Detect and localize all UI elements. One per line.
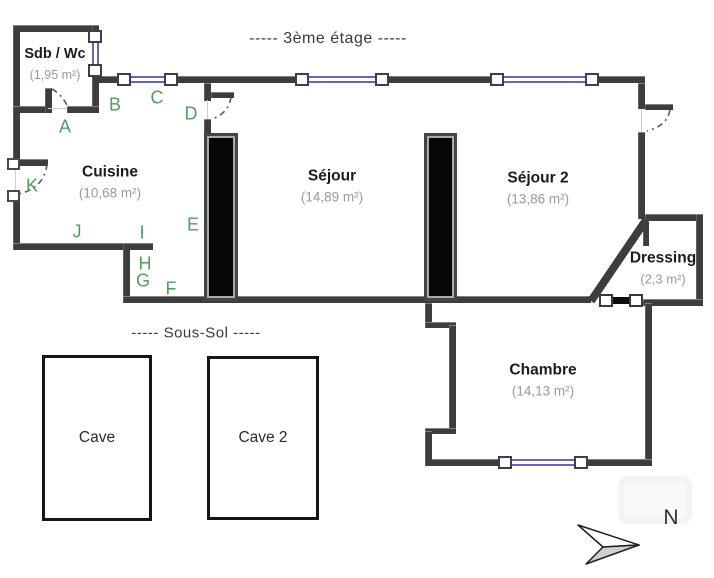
door-threshold	[15, 166, 16, 196]
cave-room-box: Cave	[42, 355, 152, 521]
door-frame-square	[7, 190, 20, 202]
wall-segment	[45, 88, 52, 113]
marker-c: C	[150, 87, 164, 108]
room-area: (13,86 m²)	[506, 191, 570, 207]
wall-segment	[425, 428, 456, 434]
room-name: Sdb / Wc	[24, 45, 86, 62]
room-label-sejour: Séjour (14,89 m²)	[301, 164, 363, 208]
wall-segment	[643, 221, 649, 246]
duct-frame	[427, 136, 454, 298]
door-frame-square	[599, 294, 613, 307]
duct-block	[424, 133, 457, 301]
marker-a: A	[58, 116, 72, 137]
duct-frame	[207, 136, 235, 298]
window-glass-line	[300, 76, 380, 83]
room-name: Cave 2	[238, 429, 288, 446]
room-name: Cuisine	[82, 163, 138, 181]
room-area: (2,3 m²)	[640, 271, 686, 287]
north-label: N	[663, 506, 679, 529]
wall-segment	[643, 299, 703, 306]
wall-segment	[13, 25, 20, 166]
room-name: Séjour 2	[507, 169, 569, 187]
wall-segment	[425, 303, 432, 325]
window-glass-line	[495, 76, 590, 83]
room-name: Séjour	[307, 167, 357, 185]
window-glass-line	[122, 76, 172, 83]
window-frame-square	[88, 64, 102, 77]
wall-segment	[13, 196, 20, 250]
window-frame-square	[164, 73, 178, 86]
window-frame-square	[88, 30, 102, 43]
room-area: (14,13 m²)	[511, 383, 575, 399]
wall-segment	[13, 159, 48, 166]
wall-segment	[13, 106, 46, 113]
window-frame-square	[117, 73, 131, 86]
window-frame-square	[295, 73, 309, 86]
window-glass-line	[505, 459, 579, 466]
duct-block	[204, 133, 238, 301]
door-threshold	[207, 100, 208, 119]
north-arrow-icon	[577, 524, 640, 565]
door-arc-a	[51, 88, 68, 106]
room-name: Cave	[78, 429, 116, 446]
window-frame-square	[585, 73, 599, 86]
room-label-sejour2: Séjour 2 (13,86 m²)	[507, 166, 569, 210]
room-name: Dressing	[629, 249, 697, 267]
door-frame-square	[7, 158, 20, 170]
duct-fill	[429, 138, 452, 296]
window-glass-line	[92, 36, 99, 76]
room-label-dressing: Dressing (2,3 m²)	[630, 247, 696, 290]
marker-e: E	[186, 214, 200, 235]
door-threshold	[641, 109, 642, 132]
room-area: (14,89 m²)	[300, 189, 364, 205]
wall-segment	[638, 83, 645, 109]
window-frame-square	[498, 456, 512, 469]
marker-g: G	[135, 270, 151, 291]
room-area: (1,95 m²)	[29, 67, 81, 82]
room-label-chambre: Chambre (14,13 m²)	[509, 358, 576, 402]
wall-segment	[123, 243, 130, 303]
marker-k: K	[25, 175, 39, 196]
floor-title: ----- 3ème étage -----	[249, 30, 407, 47]
marker-h: H	[138, 253, 152, 274]
room-label-cuisine: Cuisine (10,68 m²)	[79, 160, 141, 204]
cave2-room-box: Cave 2	[207, 356, 319, 520]
wall-segment	[67, 106, 99, 113]
wall-segment	[645, 214, 703, 221]
room-label-sdb: Sdb / Wc (1,95 m²)	[24, 44, 85, 85]
wall-segment	[13, 25, 99, 32]
wall-segment	[638, 132, 645, 219]
marker-b: B	[108, 94, 122, 115]
wall-segment	[696, 214, 703, 306]
marker-f: F	[165, 278, 177, 299]
room-name: Chambre	[509, 361, 577, 379]
marker-d: D	[184, 103, 198, 124]
window-frame-square	[574, 456, 588, 469]
marker-i: I	[139, 222, 145, 243]
marker-j: J	[72, 221, 82, 242]
wall-segment	[425, 431, 432, 466]
wall-segment	[204, 119, 211, 133]
wall-segment	[123, 296, 591, 303]
door-arc-d	[211, 96, 232, 120]
window-frame-square	[375, 73, 389, 86]
wall-segment	[645, 104, 673, 110]
wall-segment	[449, 325, 456, 431]
door-frame-square	[629, 294, 643, 307]
duct-fill	[209, 138, 233, 296]
basement-title: ----- Sous-Sol -----	[131, 324, 261, 342]
wall-segment	[204, 83, 211, 101]
door-arc-sejour2	[646, 109, 671, 132]
wall-segment	[13, 243, 153, 250]
wall-segment	[425, 322, 456, 328]
wall-segment	[645, 303, 652, 466]
window-frame-square	[490, 73, 504, 86]
room-area: (10,68 m²)	[78, 185, 142, 201]
wall-segment	[211, 92, 234, 98]
door-leaf	[610, 297, 631, 304]
watermark	[618, 476, 692, 524]
door-threshold	[48, 108, 67, 109]
